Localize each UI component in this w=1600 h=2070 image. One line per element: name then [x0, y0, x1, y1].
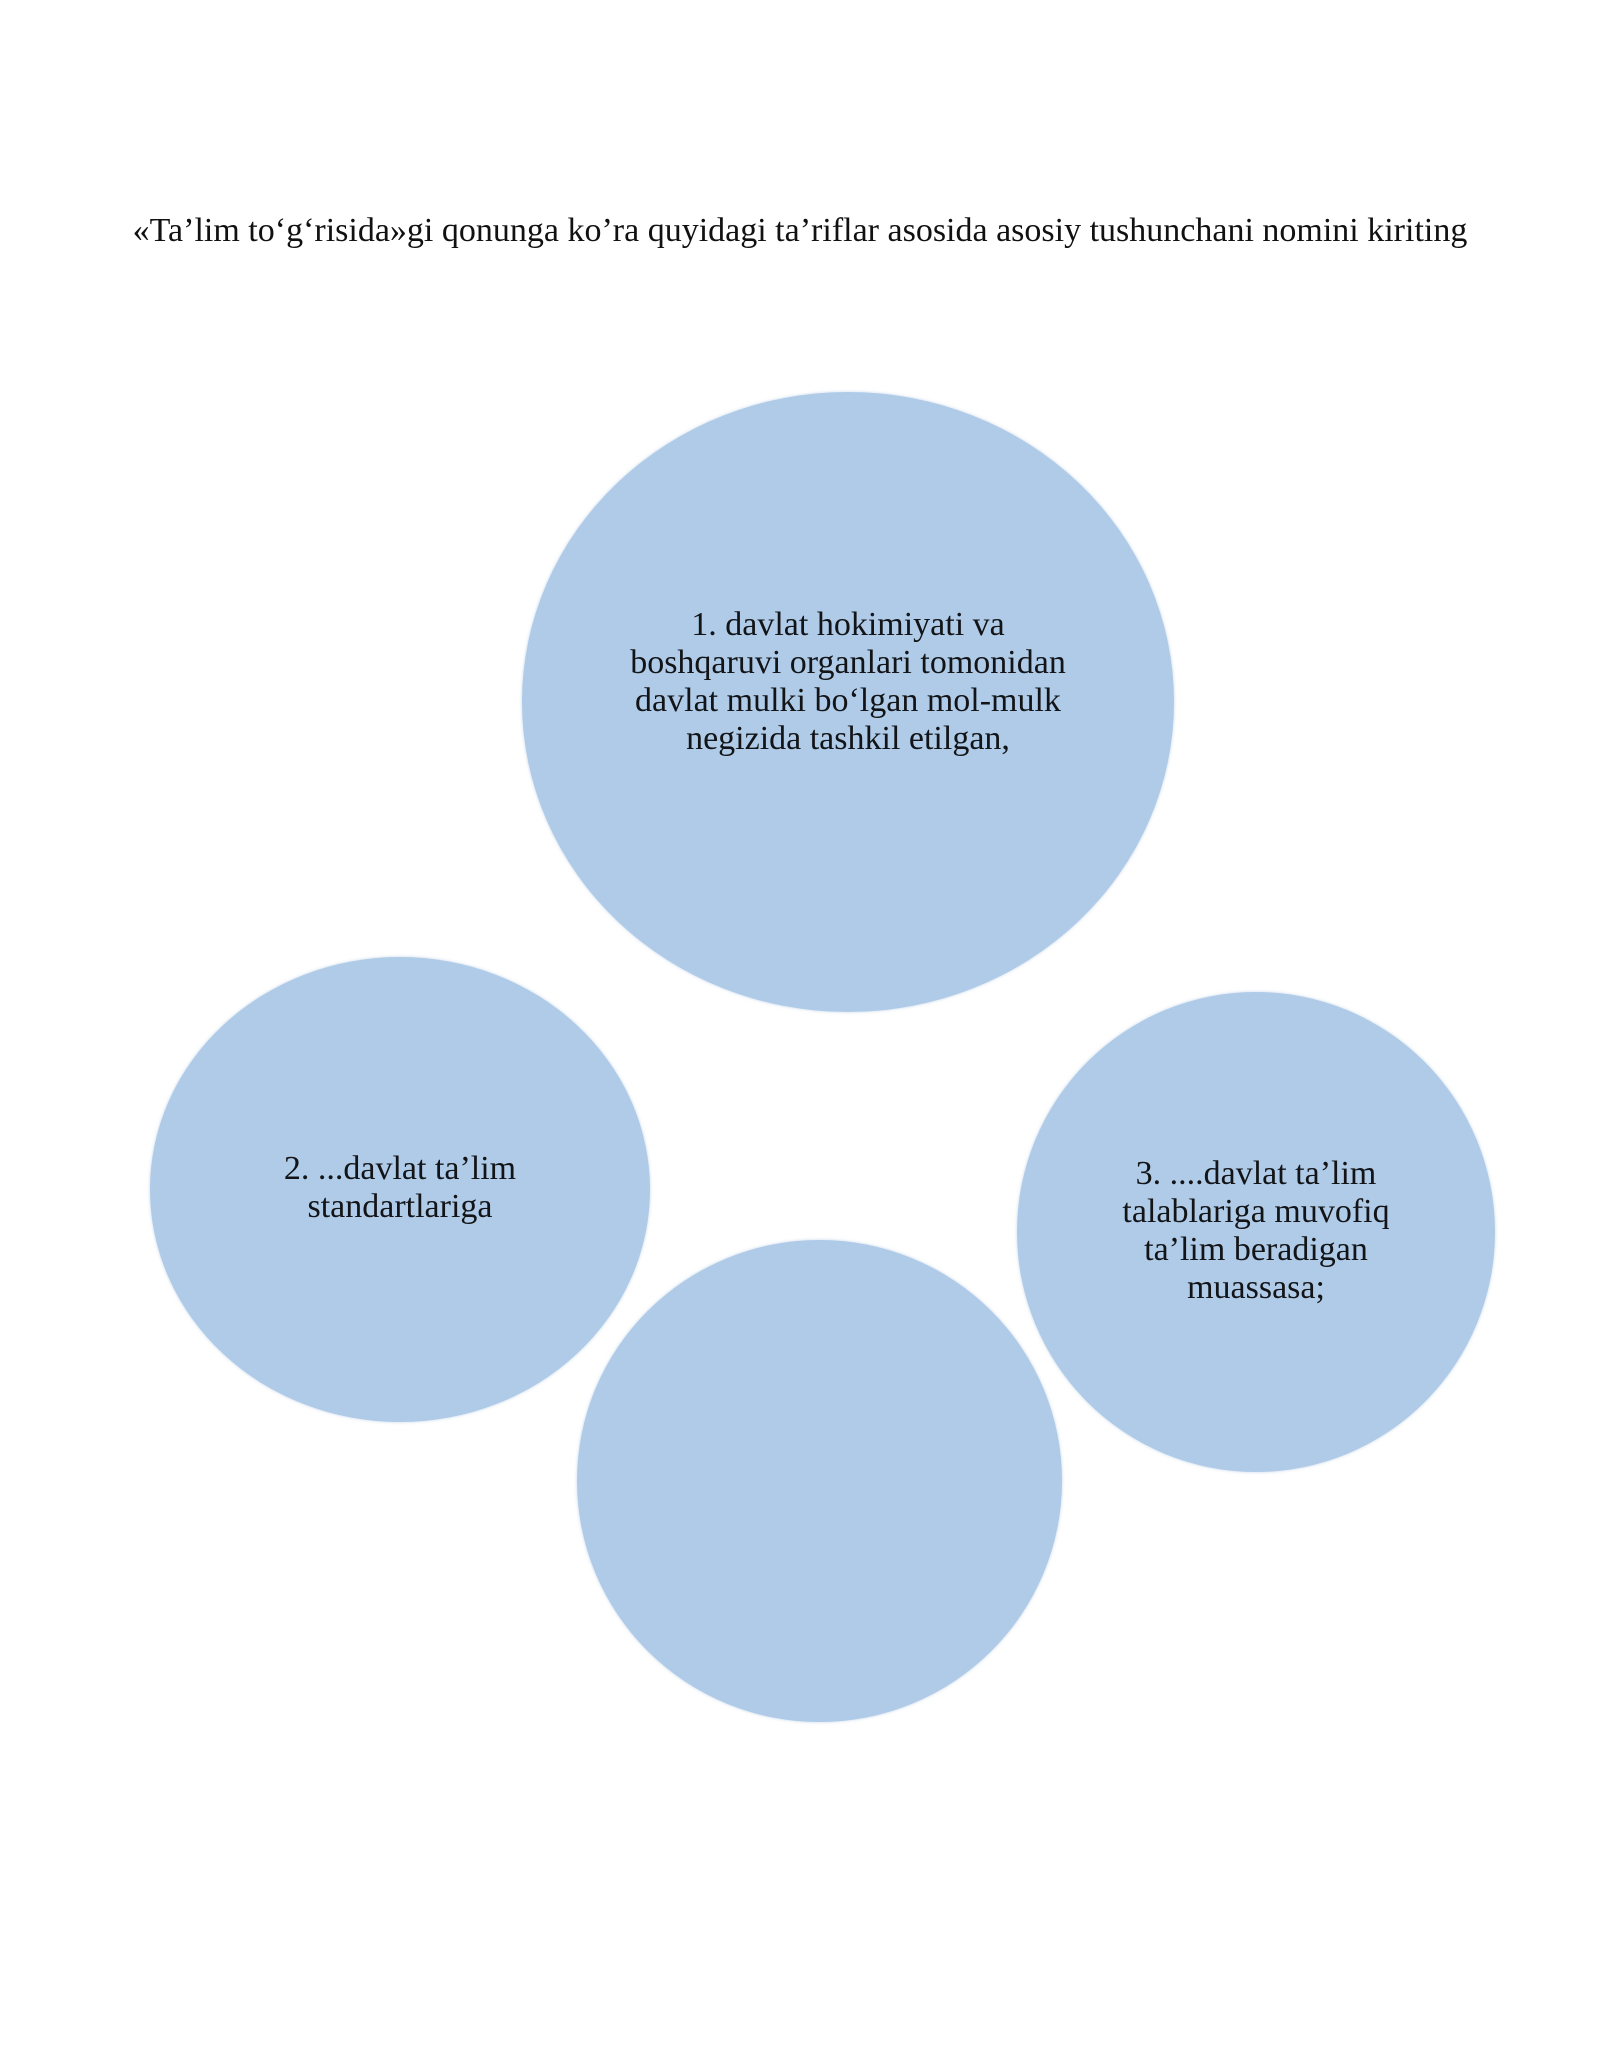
definition-text-3: 3. ....davlat ta’lim talablariga muvofiq… — [1122, 1155, 1390, 1306]
answer-circle-empty[interactable] — [577, 1240, 1062, 1722]
definition-circle-3 — [1017, 992, 1495, 1472]
definition-text-2: 2. ...davlat ta’lim standartlariga — [283, 1150, 517, 1225]
definition-circle-2 — [150, 957, 650, 1422]
definition-text-1: 1. davlat hokimiyati va boshqaruvi organ… — [630, 606, 1066, 757]
definition-circle-1 — [522, 392, 1174, 1012]
page-title: «Ta’lim to‘g‘risida»gi qonunga ko’ra quy… — [132, 212, 1468, 249]
